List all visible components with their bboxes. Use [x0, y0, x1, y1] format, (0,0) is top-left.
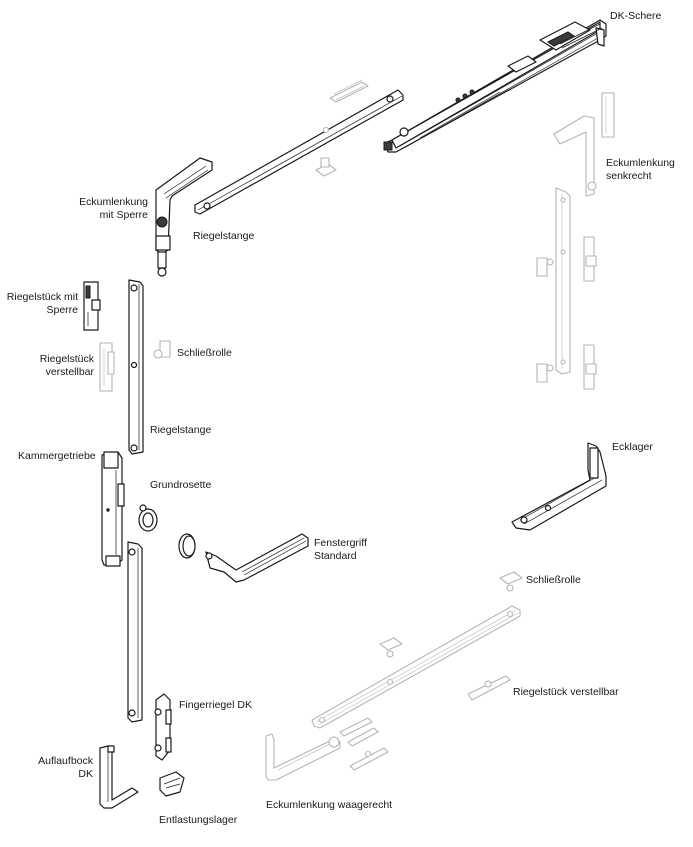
- label-line: verstellbar: [45, 366, 94, 378]
- faded-schliessrolle-bottom: [379, 637, 403, 658]
- label-eckumlenkung-mit-sperre: Eckumlenkung mit Sperre: [60, 196, 148, 222]
- auflaufbock-part: [99, 745, 139, 809]
- label-riegelstueck-mit-sperre: Riegelstück mit Sperre: [0, 291, 78, 317]
- faded-riegelstueck-top: [329, 79, 369, 103]
- label-line: Grundrosette: [150, 479, 212, 491]
- label-dk-schere: DK-Schere: [610, 10, 661, 23]
- schliessrolle-right-part: [499, 571, 523, 592]
- eckumlenkung-senkrecht-part: [553, 92, 615, 197]
- faded-riegelstueck-right-lower: [583, 344, 597, 390]
- label-line: Schließrolle: [177, 347, 232, 359]
- label-ecklager: Ecklager: [612, 441, 653, 454]
- eckumlenkung-waagerecht-part: [265, 717, 389, 781]
- dk-schere-part: [383, 19, 607, 153]
- grundrosette-part: [138, 504, 158, 532]
- label-line: Fenstergriff: [314, 537, 367, 549]
- ecklager-part: [511, 442, 607, 531]
- label-line: Riegelstück mit: [6, 291, 78, 303]
- faded-schliessrolle-right-upper: [536, 257, 554, 277]
- label-riegelstueck-verstellbar-right: Riegelstück verstellbar: [513, 686, 619, 699]
- label-fenstergriff: Fenstergriff Standard: [314, 537, 367, 563]
- label-line: Ecklager: [612, 441, 653, 453]
- label-auflaufbock: Auflaufbock DK: [20, 755, 93, 781]
- label-entlastungslager: Entlastungslager: [159, 814, 237, 827]
- riegelstange-vertical-upper-part: [128, 279, 144, 455]
- label-grundrosette: Grundrosette: [150, 479, 211, 492]
- label-line: mit Sperre: [99, 209, 148, 221]
- label-fingerriegel: Fingerriegel DK: [179, 699, 252, 712]
- label-line: Riegelstange: [150, 424, 212, 436]
- riegelstueck-verstellbar-left-part: [99, 342, 115, 392]
- faded-schliessrolle-top: [315, 157, 337, 177]
- riegelstueck-mit-sperre-part: [83, 281, 101, 331]
- label-line: Kammergetriebe: [18, 450, 96, 462]
- label-riegelstueck-verstellbar-left: Riegelstück verstellbar: [0, 353, 94, 379]
- label-riegelstange-top: Riegelstange: [193, 230, 254, 243]
- fenstergriff-part: [205, 533, 309, 583]
- label-line: Standard: [314, 550, 357, 562]
- label-line: senkrecht: [606, 170, 652, 182]
- label-line: DK: [78, 768, 93, 780]
- label-line: Sperre: [46, 304, 78, 316]
- griff-ring-part: [178, 533, 196, 559]
- kammergetriebe-part: [101, 451, 125, 567]
- label-eckumlenkung-senkrecht: Eckumlenkung senkrecht: [606, 157, 675, 183]
- schliessrolle-left-part: [153, 340, 171, 359]
- label-schliessrolle-left: Schließrolle: [177, 347, 232, 360]
- label-line: Fingerriegel DK: [179, 699, 252, 711]
- riegelstange-bottom-part: [311, 605, 521, 729]
- fingerriegel-part: [154, 693, 172, 761]
- label-line: Eckumlenkung waagerecht: [266, 799, 393, 811]
- entlastungslager-part: [159, 771, 185, 797]
- label-line: Schließrolle: [526, 574, 581, 586]
- riegelstueck-verstellbar-right-part: [467, 675, 511, 701]
- label-schliessrolle-right: Schließrolle: [526, 574, 581, 587]
- riegelstange-top-part: [194, 89, 404, 215]
- label-kammergetriebe: Kammergetriebe: [18, 450, 96, 463]
- label-line: Eckumlenkung: [79, 196, 148, 208]
- label-riegelstange-mid: Riegelstange: [150, 424, 211, 437]
- label-line: Auflaufbock: [38, 755, 93, 767]
- label-line: Riegelstange: [193, 230, 255, 242]
- label-line: Riegelstück: [39, 353, 94, 365]
- label-line: Eckumlenkung: [606, 157, 675, 169]
- eckumlenkung-mit-sperre-part: [155, 157, 213, 277]
- riegelstange-senkrecht-faded-part: [555, 187, 571, 375]
- label-line: Entlastungslager: [159, 814, 238, 826]
- faded-riegelstueck-right-upper: [583, 236, 597, 282]
- label-eckumlenkung-waagerecht: Eckumlenkung waagerecht: [266, 799, 392, 812]
- label-line: Riegelstück verstellbar: [513, 686, 619, 698]
- riegelstange-vertical-lower-part: [127, 541, 143, 723]
- faded-schliessrolle-right-lower: [536, 363, 554, 383]
- label-line: DK-Schere: [610, 10, 662, 22]
